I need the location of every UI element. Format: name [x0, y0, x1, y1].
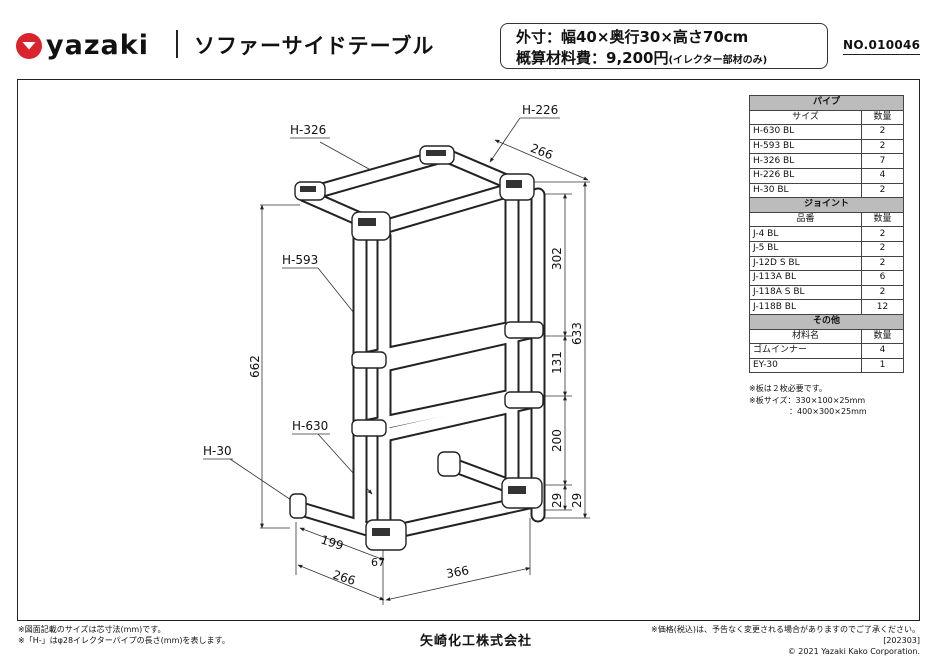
document-number: NO.010046: [843, 38, 921, 55]
joint-col-qty: 数量: [861, 211, 904, 228]
header-divider: [176, 30, 178, 58]
dim-29-outer: 29: [570, 493, 584, 508]
company-name: 矢崎化工株式会社: [420, 634, 533, 649]
copyright: © 2021 Yazaki Kako Corporation.: [787, 647, 920, 656]
dim-633: 633: [570, 322, 584, 345]
dimension-lines: [203, 117, 590, 605]
other-section-title: その他: [749, 313, 904, 330]
brand-name: yazaki: [46, 30, 149, 61]
joint-col-part: 品番: [749, 211, 862, 228]
logo-mark-icon: [16, 32, 42, 59]
joint-section-title: ジョイント: [749, 197, 904, 213]
dim-366: 366: [445, 563, 470, 581]
spec-box: [500, 23, 828, 69]
brand-logo: yazaki: [16, 30, 149, 61]
spec-cost-note: (イレクター部材のみ): [668, 55, 768, 66]
dim-302: 302: [550, 247, 564, 270]
footer-notes: ※図面記載のサイズは芯寸法(mm)です。 ※「H-」はφ28イレクターパイプの長…: [18, 624, 230, 646]
board-note-1: ※板は２枚必要です。: [749, 384, 827, 393]
label-h326: H-326: [290, 123, 326, 137]
board-note-3: ：400×300×25mm: [789, 407, 867, 416]
pipe-section-title: パイプ: [749, 95, 904, 111]
dim-29-inner: 29: [550, 493, 564, 508]
label-h30: H-30: [203, 444, 232, 458]
page-title: ソファーサイドテーブル: [194, 34, 435, 58]
spec-size: 外寸：幅40×奥行30×高さ70cm: [516, 28, 749, 46]
label-h226: H-226: [522, 103, 558, 117]
footer-right: ※価格(税込)は、予告なく変更される場合がありますのでご了承ください。[2023…: [628, 624, 920, 657]
spec-cost-value: 概算材料費：9,200円: [516, 49, 669, 67]
drawing-frame: [17, 79, 920, 621]
pipe-col-size: サイズ: [749, 109, 862, 126]
joint-shading: [300, 150, 526, 536]
dim-200: 200: [550, 429, 564, 452]
dim-662: 662: [248, 355, 262, 378]
price-disclaimer: ※価格(税込)は、予告なく変更される場合がありますのでご了承ください。[2023…: [651, 625, 920, 645]
dim-266-bottom: 266: [331, 568, 357, 588]
dim-67: 67: [371, 556, 385, 569]
dim-266-top: 266: [528, 141, 554, 163]
dim-199: 199: [319, 533, 345, 553]
other-col-qty: 数量: [861, 328, 904, 345]
pipe-col-qty: 数量: [861, 109, 904, 126]
footer-note-dimensions: ※図面記載のサイズは芯寸法(mm)です。: [18, 625, 166, 634]
pipe-frame: [290, 147, 546, 546]
label-h630: H-630: [292, 419, 328, 433]
dim-131: 131: [550, 351, 564, 374]
board-note-2: ※板サイズ：330×100×25mm: [749, 396, 866, 405]
other-col-material: 材料名: [749, 328, 862, 345]
spec-cost: 概算材料費：9,200円(イレクター部材のみ): [516, 47, 767, 68]
label-h593: H-593: [282, 253, 318, 267]
footer-note-pipe: ※「H-」はφ28イレクターパイプの長さ(mm)を表します。: [18, 636, 230, 645]
